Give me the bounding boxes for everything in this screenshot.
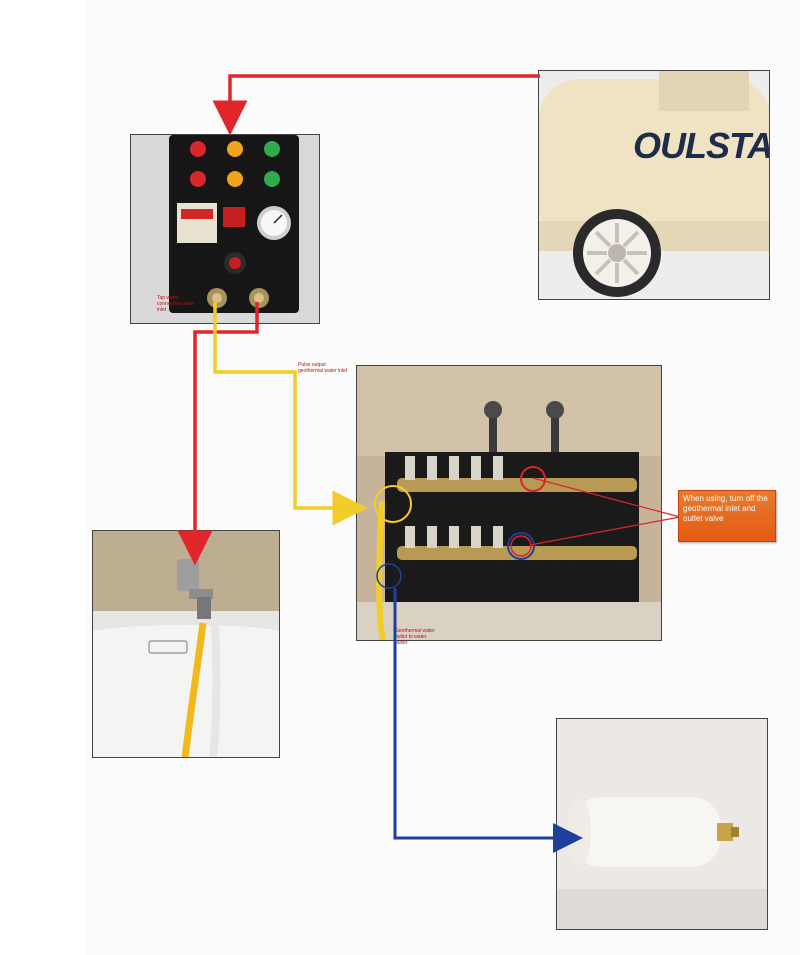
pulse-control-box-photo: Tap water connection water inlet <box>130 134 320 324</box>
pulse-output-line <box>215 302 350 508</box>
air-compressor-photo: OULSTAN <box>538 70 770 300</box>
compressor-brand-logo: OULSTAN <box>633 125 770 167</box>
tap-faucet-photo <box>92 530 280 758</box>
tap-water-line <box>195 302 257 548</box>
geothermal-outlet-label: Geothermal water outlet to water outlet <box>395 628 435 646</box>
valve-warning-text: When using, turn off the geothermal inle… <box>683 494 768 523</box>
page-margin <box>0 0 86 955</box>
pulse-output-label: Pulse output geothermal water inlet <box>298 362 350 374</box>
valve-warning-callout: When using, turn off the geothermal inle… <box>678 490 776 542</box>
tap-connection-label: Tap water connection water inlet <box>157 295 201 313</box>
air-supply-line <box>230 76 540 118</box>
floor-heating-manifold-photo <box>356 365 662 641</box>
filter-cylinder-photo <box>556 718 768 930</box>
